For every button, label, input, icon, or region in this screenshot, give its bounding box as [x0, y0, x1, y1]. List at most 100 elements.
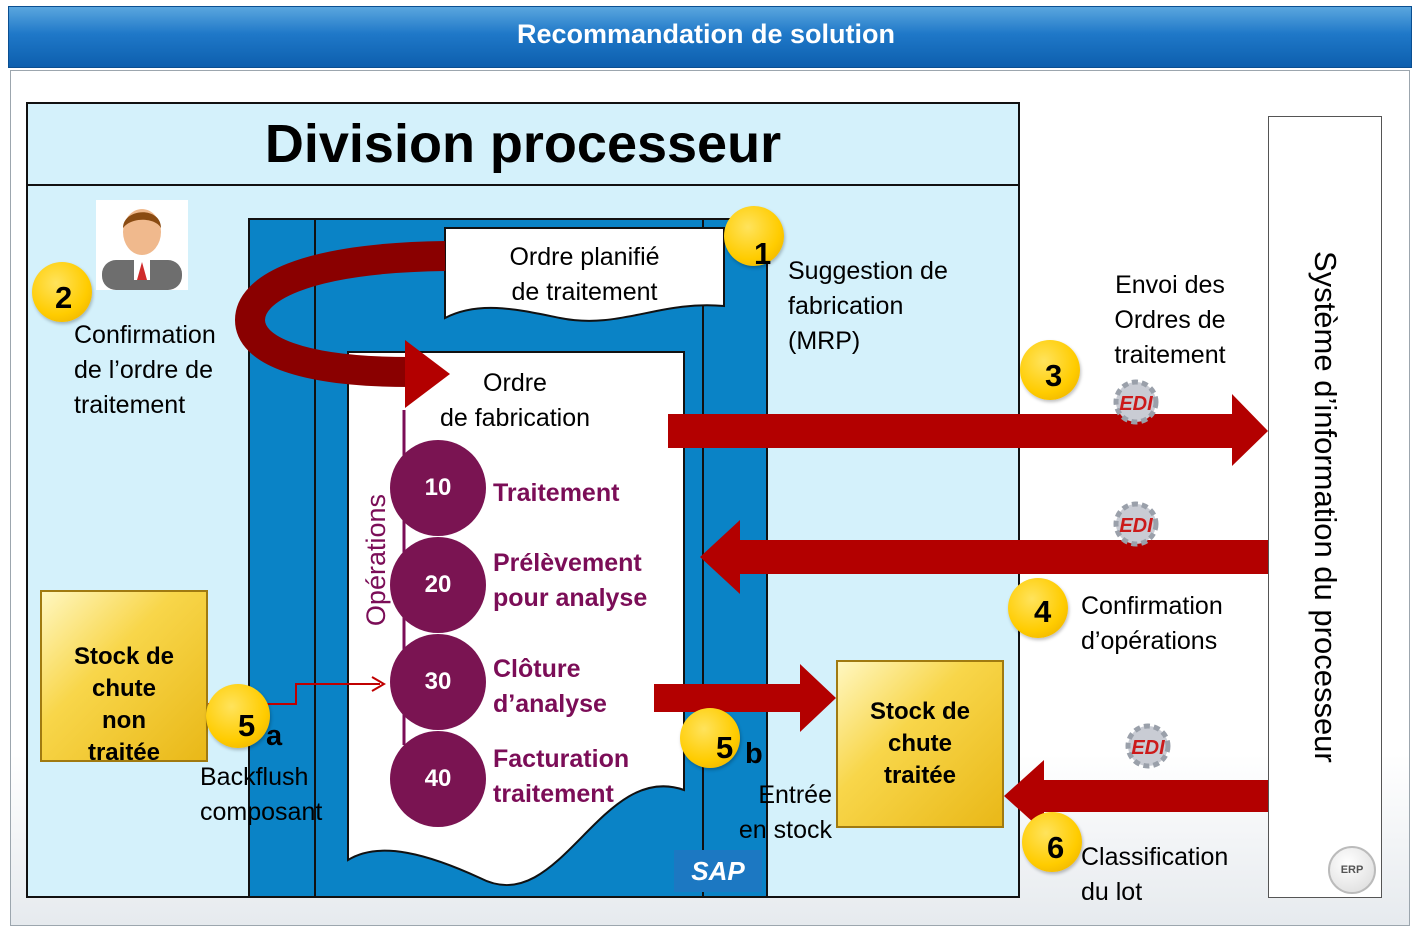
step-5b-letter: b	[745, 738, 763, 770]
edi-icon-1: EDI	[1106, 372, 1166, 432]
step-6-number: 6	[1047, 830, 1065, 865]
step-1-line-3: (MRP)	[788, 327, 861, 355]
edi-icon-1-graphic: EDI	[1113, 379, 1159, 425]
band-divider-left	[314, 218, 316, 898]
operation-40-circle: 40	[390, 731, 486, 827]
step-1-line-1: Suggestion de	[788, 257, 948, 285]
external-system-box	[1268, 116, 1382, 898]
stock-unprocessed-line-1: Stock de	[73, 643, 175, 670]
division-title-bar	[26, 102, 1020, 186]
operation-20-circle: 20	[390, 537, 486, 633]
step-2-line-3: traitement	[74, 391, 186, 419]
step-6-line-1: Classification	[1081, 843, 1229, 871]
planned-order-line-2: de traitement	[511, 278, 658, 306]
edi-icon-3: EDI	[1118, 716, 1178, 776]
user-icon	[96, 200, 188, 290]
step-2-number: 2	[55, 280, 73, 315]
curved-arrow-body	[234, 241, 446, 387]
edi-icon-2-graphic: EDI	[1113, 501, 1159, 547]
erp-icon: ERP	[1328, 846, 1376, 894]
step-5b-line-1: Entrée	[758, 781, 832, 809]
stock-unprocessed-line-4: traitée	[87, 739, 161, 766]
operation-20-label: Prélèvement pour analyse	[493, 546, 647, 616]
step-3-line-3: traitement	[1114, 341, 1226, 369]
step-3-label: Envoi des Ordres de traitement	[1100, 268, 1240, 373]
operation-30-label: Clôture d’analyse	[493, 652, 607, 722]
arrow-3-head	[1232, 394, 1268, 466]
svg-text:EDI: EDI	[1131, 737, 1165, 759]
step-1-number: 1	[754, 236, 772, 271]
step-4-number: 4	[1034, 594, 1052, 629]
production-order-label: Ordre de fabrication	[410, 366, 620, 436]
edi-icon-3-graphic: EDI	[1125, 723, 1171, 769]
stock-unprocessed-crate	[40, 590, 208, 762]
step-5b-badge	[680, 708, 740, 768]
header-bar	[8, 6, 1412, 68]
stock-processed-line-2: chute	[887, 730, 952, 757]
step-5a-line-2: composant	[200, 798, 323, 826]
step-4-badge	[1008, 578, 1068, 638]
stock-processed-line-1: Stock de	[869, 698, 971, 725]
arrow-4-head	[700, 520, 740, 594]
step-2-line-2: de l’ordre de	[74, 356, 213, 384]
operation-30-circle: 30	[390, 634, 486, 730]
stock-unprocessed-line-2: chute	[91, 675, 156, 702]
division-title: Division processeur	[264, 114, 782, 174]
step-5a-letter: a	[266, 720, 283, 752]
operation-30-line-1: Clôture	[493, 655, 581, 683]
step-2-badge	[32, 262, 92, 322]
stock-processed-line-3: traitée	[883, 762, 957, 789]
user-icon-graphic	[102, 209, 182, 290]
step-4-line-2: d’opérations	[1081, 627, 1218, 655]
operations-label: Opérations	[360, 493, 391, 627]
sap-logo: SAP	[674, 850, 762, 892]
operation-10-label: Traitement	[493, 476, 619, 511]
production-order-line-2: de fabrication	[439, 404, 591, 432]
step-6-line-2: du lot	[1081, 878, 1143, 906]
planned-order-line-1: Ordre planifié	[509, 243, 660, 271]
step-1-label: Suggestion de fabrication (MRP)	[788, 254, 948, 359]
stock-unprocessed-line-3: non	[102, 707, 146, 734]
operation-10-line-1: Traitement	[493, 479, 620, 507]
step-4-label: Confirmation d’opérations	[1081, 589, 1223, 659]
external-system-label: Système d’information du processeur	[1308, 251, 1343, 763]
operation-20-line-1: Prélèvement	[493, 549, 642, 577]
step-5a-label: Backflush composant	[200, 760, 322, 830]
step-5a-line-1: Backflush	[200, 763, 309, 791]
step-3-line-2: Ordres de	[1114, 306, 1226, 334]
step-3-line-1: Envoi des	[1115, 271, 1225, 299]
planned-order-document	[444, 227, 725, 322]
step-5a-badge	[206, 684, 270, 748]
step-3-badge	[1020, 340, 1080, 400]
stock-processed-label: Stock de chute traitée	[836, 696, 1004, 792]
step-2-label: Confirmation de l’ordre de traitement	[74, 318, 216, 423]
svg-text:EDI: EDI	[1119, 393, 1153, 415]
step-3-number: 3	[1045, 358, 1063, 393]
step-6-label: Classification du lot	[1081, 840, 1228, 910]
step-5b-line-2: en stock	[738, 816, 832, 844]
stock-processed-crate	[836, 660, 1004, 828]
step-5a-number: 5	[238, 708, 256, 743]
production-order-line-1: Ordre	[483, 369, 547, 397]
arrow-5b-head	[800, 664, 836, 732]
operation-10-circle: 10	[390, 440, 486, 536]
step-1-line-2: fabrication	[788, 292, 904, 320]
edi-icon-2: EDI	[1106, 494, 1166, 554]
arrow-4-body	[740, 540, 1270, 574]
header-title: Recommandation de solution	[516, 19, 896, 49]
step-4-line-1: Confirmation	[1081, 592, 1223, 620]
step-2-line-1: Confirmation	[74, 321, 216, 349]
operation-40-line-2: traitement	[493, 780, 614, 808]
external-system-label-wrap: Système d’information du processeur	[1268, 116, 1382, 898]
arrow-6-body	[1044, 780, 1270, 812]
curved-arrow-head	[405, 340, 450, 408]
arrow-5b-body	[654, 684, 804, 712]
arrow-6-head	[1004, 760, 1044, 832]
step-5b-label: Entrée en stock	[720, 778, 832, 848]
planned-order-label: Ordre planifié de traitement	[445, 240, 724, 310]
step-5b-number: 5	[716, 730, 734, 765]
operation-30-line-2: d’analyse	[493, 690, 607, 718]
operation-40-label: Facturation traitement	[493, 742, 629, 812]
operation-20-line-2: pour analyse	[493, 584, 648, 612]
operation-40-line-1: Facturation	[493, 745, 630, 773]
